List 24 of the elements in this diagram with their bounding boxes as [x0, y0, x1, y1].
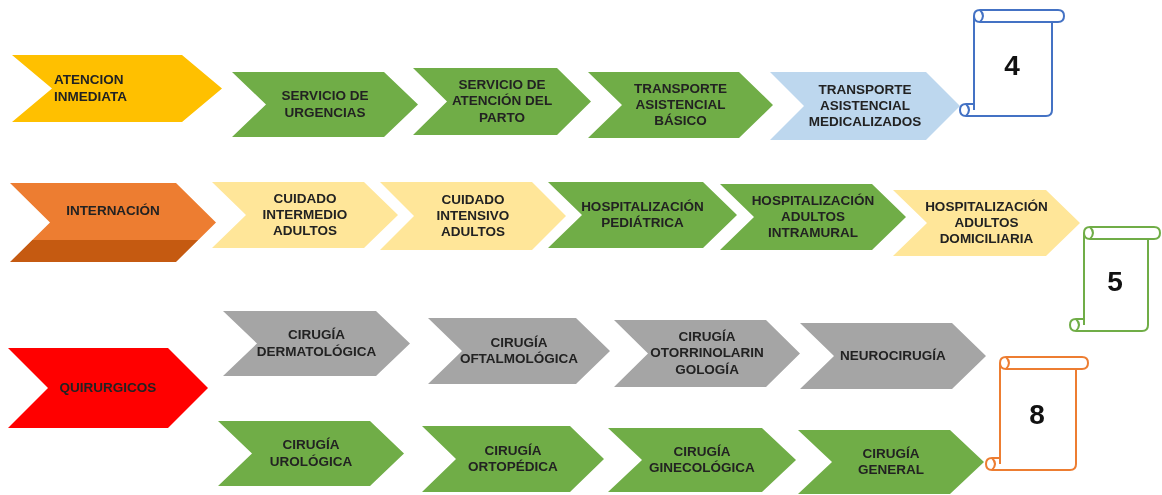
step-label: TRANSPORTE ASISTENCIAL BÁSICO	[633, 80, 728, 130]
step-label: CIRUGÍA UROLÓGICA	[268, 437, 354, 470]
step-label: SERVICIO DE URGENCIAS	[280, 88, 370, 121]
step-label: NEUROCIRUGÍA	[840, 347, 946, 365]
step-label: HOSPITALIZACIÓN ADULTOS INTRAMURAL	[750, 192, 876, 242]
scroll-number: 4	[1003, 49, 1021, 82]
step-label: TRANSPORTE ASISTENCIAL MEDICALIZADOS	[807, 81, 923, 131]
step-label: HOSPITALIZACIÓN ADULTOS DOMICILIARIA	[924, 198, 1049, 248]
scroll-number: 8	[1028, 399, 1046, 432]
step-label: CIRUGÍA OTORRINOLARIN GOLOGÍA	[649, 329, 765, 378]
step-label: CIRUGÍA ORTOPÉDICA	[467, 442, 559, 476]
step-label: CIRUGÍA DERMATOLÓGICA	[255, 327, 378, 360]
category-label: ATENCION INMEDIATA	[54, 72, 128, 105]
category-label: INTERNACIÓN	[66, 203, 160, 220]
step-label: CIRUGÍA OFTALMOLÓGICA	[458, 334, 580, 368]
step-label: HOSPITALIZACIÓN PEDIÁTRICA	[580, 198, 705, 232]
chevron-step	[893, 190, 1080, 256]
category-label: QUIRURGICOS	[59, 379, 157, 397]
step-label: CIRUGÍA GINECOLÓGICA	[648, 443, 756, 477]
step-label: CUIDADO INTERMEDIO ADULTOS	[261, 190, 349, 240]
step-label: CUIDADO INTENSIVO ADULTOS	[435, 191, 511, 241]
step-label: SERVICIO DE ATENCIÓN DEL PARTO	[450, 77, 554, 126]
scroll-number: 5	[1106, 266, 1124, 299]
step-label: CIRUGÍA GENERAL	[857, 445, 925, 479]
